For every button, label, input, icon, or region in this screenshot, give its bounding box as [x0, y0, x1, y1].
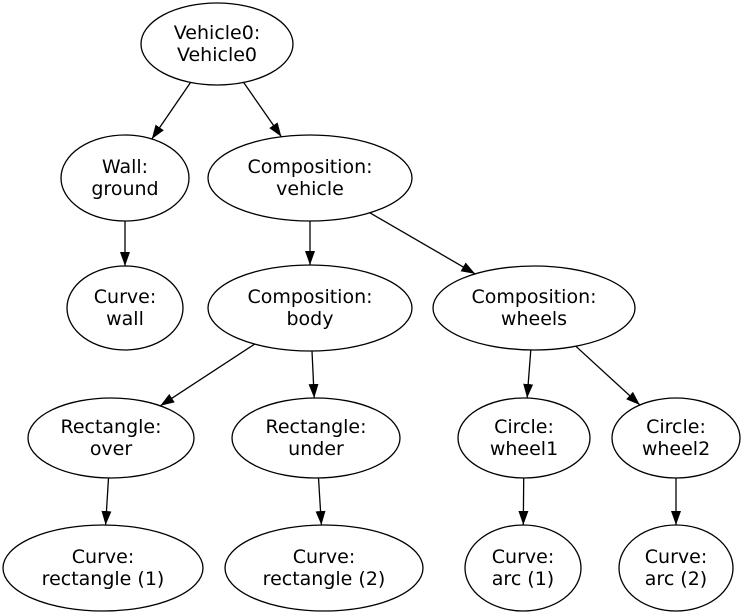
edge-comp-body-to-rect-under: [308, 350, 319, 399]
node-ellipse-comp-vehicle: [207, 134, 413, 222]
node-label-curve-arc2-line2: arc (2): [645, 568, 707, 590]
node-ellipse-rect-under: [231, 397, 401, 479]
node-label-circle-wheel1-line2: wheel1: [490, 438, 558, 460]
node-wall-ground: Wall:ground: [60, 134, 190, 222]
node-curve-arc2: Curve:arc (2): [618, 524, 734, 612]
node-label-comp-body-line2: body: [287, 308, 334, 330]
node-label-curve-rect1-line1: Curve:: [72, 546, 134, 568]
node-curve-rect2: Curve:rectangle (2): [224, 524, 424, 612]
node-label-comp-vehicle-line1: Composition:: [247, 156, 372, 178]
node-label-curve-wall-line1: Curve:: [94, 286, 156, 308]
node-label-curve-arc2-line1: Curve:: [645, 546, 707, 568]
edge-rect-under-to-curve-rect2: [315, 477, 326, 526]
node-label-vehicle0-line2: Vehicle0: [177, 44, 257, 66]
edge-comp-body-to-rect-over: [159, 343, 256, 407]
node-ellipse-circle-wheel1: [457, 397, 591, 479]
node-label-curve-rect1-line2: rectangle (1): [42, 568, 165, 590]
node-rect-over: Rectangle:over: [27, 397, 195, 479]
node-curve-rect1: Curve:rectangle (1): [2, 524, 204, 612]
node-circle-wheel1: Circle:wheel1: [457, 397, 591, 479]
node-ellipse-curve-rect2: [224, 524, 424, 612]
node-label-curve-arc1-line1: Curve:: [492, 546, 554, 568]
node-label-circle-wheel2-line2: wheel2: [642, 438, 710, 460]
node-vehicle0: Vehicle0:Vehicle0: [140, 2, 294, 86]
node-ellipse-curve-arc2: [618, 524, 734, 612]
node-label-wall-ground-line2: ground: [91, 178, 158, 200]
node-comp-vehicle: Composition:vehicle: [207, 134, 413, 222]
node-label-curve-wall-line2: wall: [106, 308, 144, 330]
node-label-circle-wheel2-line1: Circle:: [646, 416, 706, 438]
node-comp-wheels: Composition:wheels: [432, 265, 636, 351]
node-circle-wheel2: Circle:wheel2: [611, 397, 741, 479]
node-curve-arc1: Curve:arc (1): [464, 524, 582, 612]
node-label-curve-rect2-line1: Curve:: [293, 546, 355, 568]
node-comp-body: Composition:body: [207, 264, 413, 352]
node-ellipse-circle-wheel2: [611, 397, 741, 479]
node-label-circle-wheel1-line1: Circle:: [494, 416, 554, 438]
node-label-wall-ground-line1: Wall:: [102, 156, 148, 178]
node-ellipse-curve-arc1: [464, 524, 582, 612]
node-label-rect-over-line2: over: [90, 438, 133, 460]
node-ellipse-vehicle0: [140, 2, 294, 86]
node-label-vehicle0-line1: Vehicle0:: [174, 22, 260, 44]
edge-comp-wheels-to-circle-wheel1: [523, 349, 534, 399]
edge-rect-over-to-curve-rect1: [101, 477, 112, 526]
edge-vehicle0-to-comp-vehicle: [243, 82, 282, 138]
node-ellipse-comp-body: [207, 264, 413, 352]
node-label-curve-arc1-line2: arc (1): [492, 568, 554, 590]
node-label-comp-wheels-line2: wheels: [501, 308, 567, 330]
node-label-rect-under-line2: under: [288, 438, 344, 460]
node-ellipse-comp-wheels: [432, 265, 636, 351]
node-label-curve-rect2-line2: rectangle (2): [263, 568, 386, 590]
node-label-rect-under-line1: Rectangle:: [265, 416, 366, 438]
node-curve-wall: Curve:wall: [66, 265, 184, 351]
edge-comp-vehicle-to-comp-wheels: [369, 212, 476, 275]
node-rect-under: Rectangle:under: [231, 397, 401, 479]
node-ellipse-rect-over: [27, 397, 195, 479]
node-label-comp-wheels-line1: Composition:: [471, 286, 596, 308]
node-label-rect-over-line1: Rectangle:: [60, 416, 161, 438]
node-label-comp-body-line1: Composition:: [247, 286, 372, 308]
node-ellipse-curve-wall: [66, 265, 184, 351]
node-ellipse-curve-rect1: [2, 524, 204, 612]
edge-comp-wheels-to-circle-wheel2: [575, 345, 641, 406]
node-label-comp-vehicle-line2: vehicle: [276, 178, 344, 200]
edge-vehicle0-to-wall-ground: [151, 82, 192, 140]
node-ellipse-wall-ground: [60, 134, 190, 222]
